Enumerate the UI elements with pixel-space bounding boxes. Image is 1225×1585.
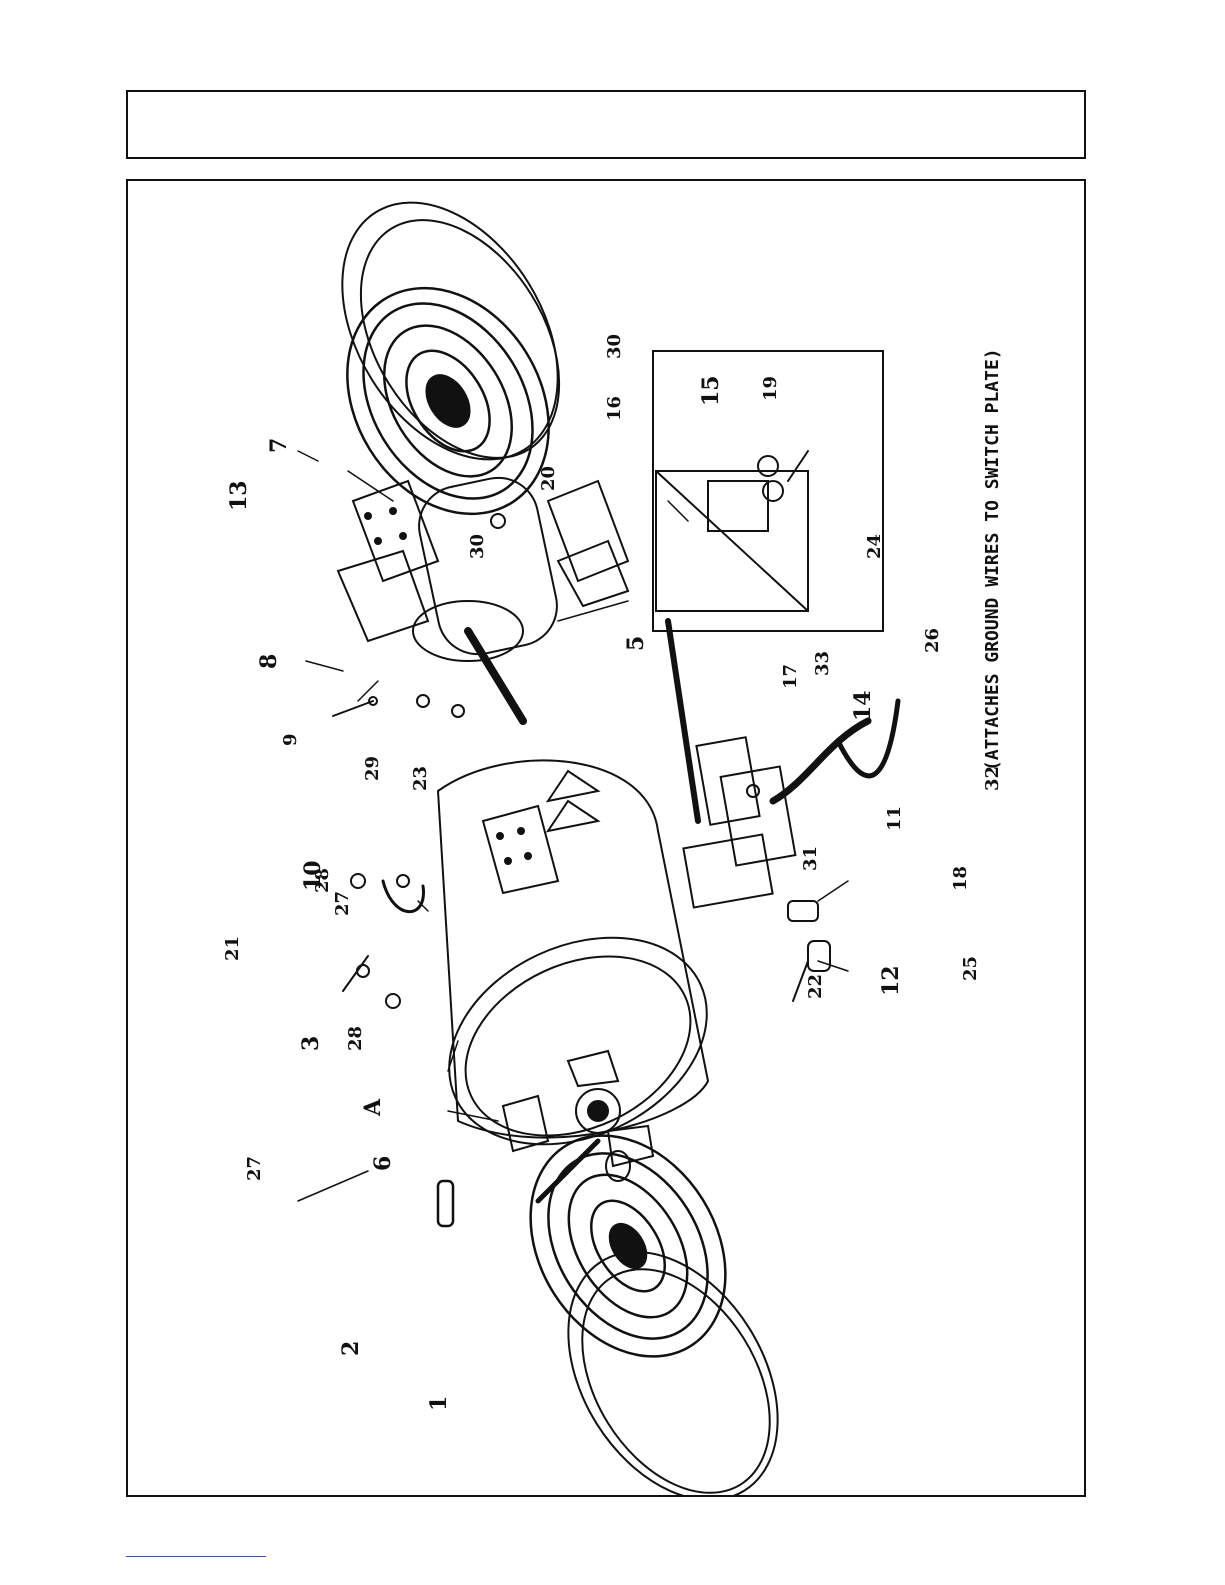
callout-6: 6 [370,1156,396,1171]
hardware-parts [333,695,830,1008]
callout-1: 1 [426,1396,452,1411]
power-cord-14 [721,701,898,866]
callout-31: 31 [800,846,821,871]
footer-link-underline [126,1556,266,1557]
motor-5 [412,470,565,721]
callout-16: 16 [604,396,625,421]
callout-24: 24 [864,534,885,559]
callout-19: 19 [760,376,781,401]
callout-14: 14 [850,690,876,721]
callout-27-lower: 27 [244,1156,265,1181]
callout-33: 33 [812,651,833,676]
callout-18: 18 [950,866,971,891]
callout-9: 9 [280,733,301,746]
callout-25: 25 [960,956,981,981]
diagram-canvas: 13 8 7 9 29 23 5 30 20 16 30 15 19 24 26… [128,181,1086,1497]
front-grille [438,1099,765,1392]
exploded-parts-diagram: 13 8 7 9 29 23 5 30 20 16 30 15 19 24 26… [126,179,1086,1497]
callout-12: 12 [878,965,904,996]
callout-8: 8 [256,654,282,669]
header-box [126,90,1086,159]
rear-guard-ring [298,181,602,498]
callout-17: 17 [780,664,801,689]
callout-15: 15 [698,375,724,406]
callout-7: 7 [266,438,292,453]
callout-13: 13 [226,480,252,511]
callout-23: 23 [410,766,431,791]
control-panel-inset [653,351,883,821]
callout-30-top: 30 [604,334,625,359]
callout-28-lower: 28 [345,1026,366,1051]
callout-4: A [360,1098,386,1117]
callout-2: 2 [338,1341,364,1356]
rear-grille [306,250,589,551]
front-guard-ring [525,1214,821,1497]
callout-26: 26 [922,628,943,653]
callout-11: 11 [884,806,905,831]
ground-wire-caption: (ATTACHES GROUND WIRES TO SWITCH PLATE) [982,348,1003,771]
callout-22: 22 [805,974,826,999]
callout-3: 3 [298,1036,324,1051]
callout-21: 21 [222,936,243,961]
heating-element-7 [338,481,628,641]
callout-20: 20 [538,466,559,491]
callout-5: 5 [623,636,649,651]
callout-27-upper: 27 [332,891,353,916]
callout-28-upper: 28 [312,868,333,893]
callout-30-motor: 30 [467,534,488,559]
callout-29: 29 [362,756,383,781]
